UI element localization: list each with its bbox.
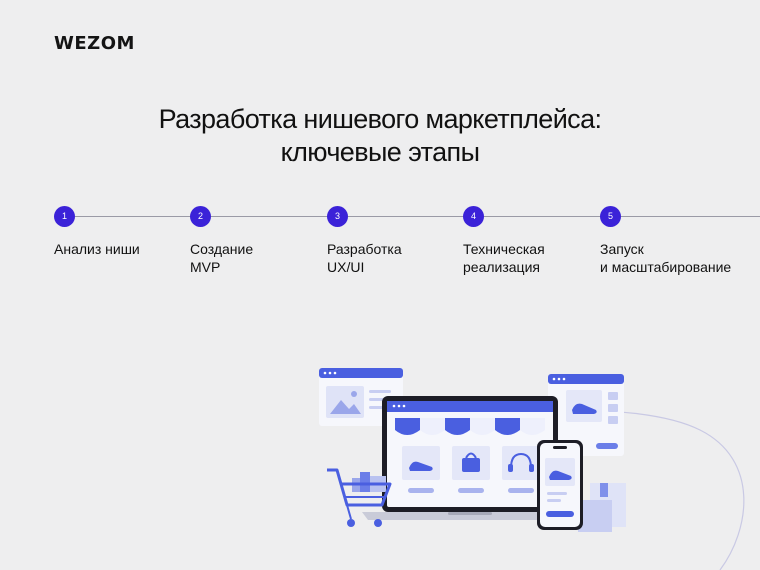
- boxes-icon: [578, 483, 626, 532]
- browser-product-icon: [548, 374, 624, 456]
- step-label: Анализ ниши: [54, 240, 140, 258]
- step-label-line: Анализ ниши: [54, 241, 140, 257]
- step-label: Создание MVP: [190, 240, 253, 276]
- title-line-1: Разработка нишевого маркетплейса:: [158, 104, 602, 134]
- sneaker-icon: [572, 403, 597, 414]
- brand-logo: WEZOM: [54, 33, 135, 54]
- step-number-badge: 5: [600, 206, 621, 227]
- step-label-line: Техническая: [463, 241, 545, 257]
- step-label: Техническая реализация: [463, 240, 545, 276]
- step-label-line: Запуск: [600, 241, 644, 257]
- step-label-line: MVP: [190, 259, 221, 275]
- browser-image-icon: [319, 368, 403, 426]
- page-title: Разработка нишевого маркетплейса: ключев…: [0, 103, 760, 169]
- step-label-line: UX/UI: [327, 259, 365, 275]
- headphones-icon: [508, 452, 534, 472]
- handbag-icon: [462, 452, 480, 472]
- timeline-step-4: 4 Техническая реализация: [463, 206, 545, 276]
- timeline-step-5: 5 Запуск и масштабирование: [600, 206, 731, 276]
- step-number-badge: 4: [463, 206, 484, 227]
- step-label-line: реализация: [463, 259, 540, 275]
- timeline-line: [64, 216, 760, 217]
- step-number-badge: 1: [54, 206, 75, 227]
- step-label: Запуск и масштабирование: [600, 240, 731, 276]
- step-label: Разработка UX/UI: [327, 240, 402, 276]
- step-number-badge: 2: [190, 206, 211, 227]
- title-line-2: ключевые этапы: [280, 137, 480, 167]
- shopping-cart-icon: [327, 468, 392, 527]
- laptop-storefront-icon: [362, 396, 578, 520]
- step-number-badge: 3: [327, 206, 348, 227]
- smartphone-icon: [537, 440, 583, 530]
- timeline-step-1: 1 Анализ ниши: [54, 206, 140, 258]
- step-label-line: и масштабирование: [600, 259, 732, 275]
- marketplace-illustration: [319, 368, 745, 570]
- step-label-line: Создание: [190, 241, 254, 257]
- timeline-step-2: 2 Создание MVP: [190, 206, 253, 276]
- timeline-step-3: 3 Разработка UX/UI: [327, 206, 402, 276]
- step-label-line: Разработка: [327, 241, 402, 257]
